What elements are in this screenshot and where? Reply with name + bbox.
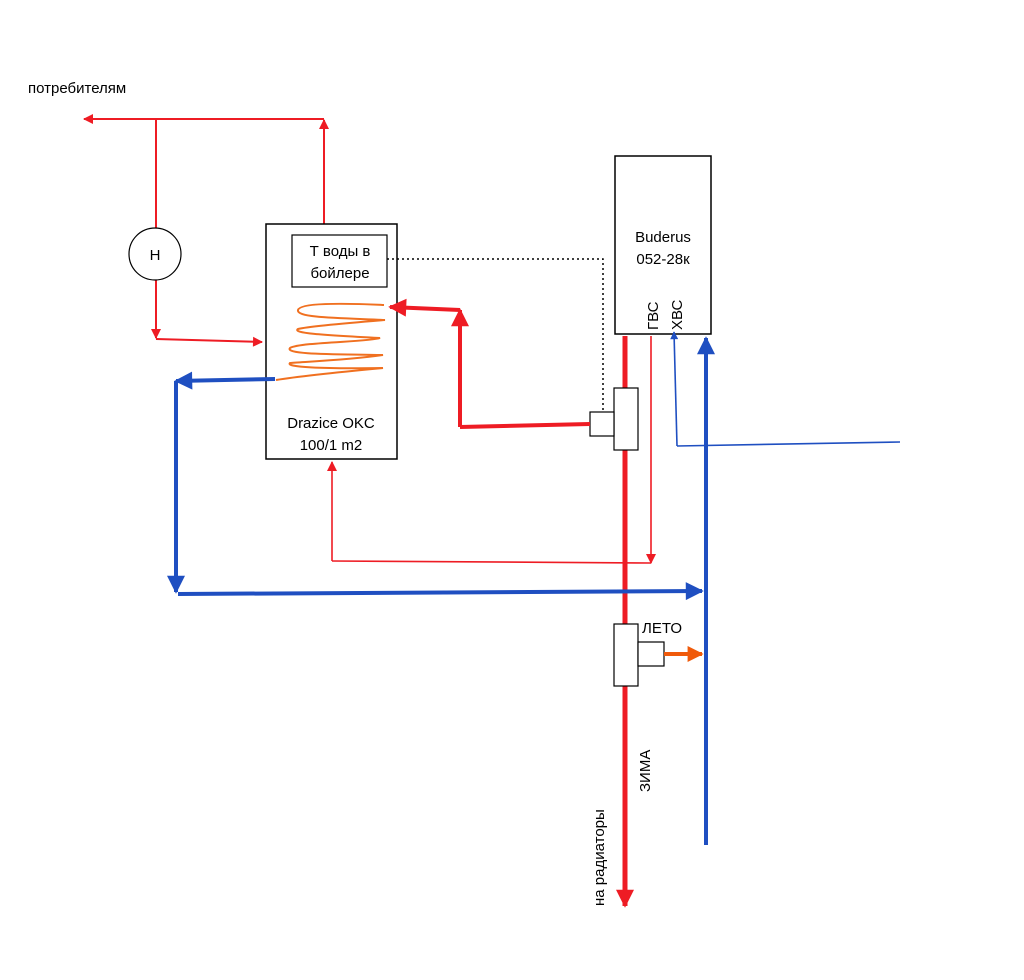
buderus-name-line2: 052-28к — [636, 251, 690, 268]
sensor-wire — [387, 258, 604, 410]
boiler-tank: Drazice OKC 100/1 m2 — [265, 223, 398, 460]
boiler-name-line1: Drazice OKC — [287, 415, 375, 432]
dhw-return-pipe — [327, 336, 656, 564]
radiators-label: на радиаторы — [591, 809, 608, 906]
boiler-three-way-valve — [589, 387, 639, 451]
cold-water-supply-pipe — [670, 331, 901, 447]
coil-supply-pipe — [388, 298, 591, 429]
summer-label: ЛЕТО — [642, 620, 682, 637]
coil-return-pipe — [167, 371, 704, 601]
season-three-way-valve — [613, 623, 665, 687]
temperature-sensor-box: Т воды в бойлере — [291, 234, 388, 288]
buderus-name-line1: Buderus — [635, 229, 691, 246]
heating-coil — [275, 302, 386, 381]
boiler-name-line2: 100/1 m2 — [300, 437, 363, 454]
sensor-label-line2: бойлере — [310, 265, 369, 282]
circulation-pump: Н — [128, 227, 182, 281]
sensor-label-line1: Т воды в — [310, 243, 371, 260]
consumer-supply-pipe — [83, 114, 329, 224]
hot-water-outlet-label: ГВС — [645, 301, 662, 330]
pump-label: Н — [150, 247, 161, 264]
recirculation-pipe — [151, 119, 263, 347]
winter-label: ЗИМА — [637, 750, 654, 792]
consumers-label: потребителям — [28, 80, 126, 97]
cold-water-inlet-label: ХВС — [669, 299, 686, 330]
buderus-boiler: Buderus 052-28к ГВС ХВС — [614, 155, 712, 335]
